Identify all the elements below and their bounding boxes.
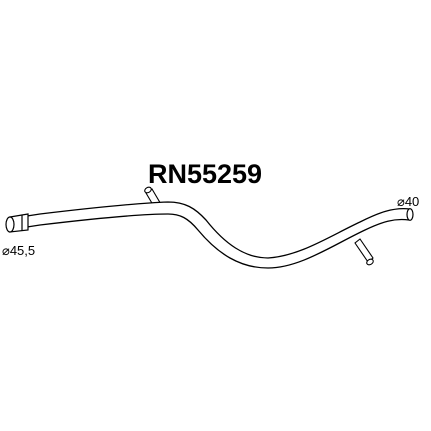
part-number-title: RN55259: [148, 159, 262, 189]
outlet-end: [406, 208, 414, 221]
outlet-diameter-label: ⌀40: [397, 194, 419, 209]
pipe-body: [13, 201, 411, 269]
lower-hanger: [354, 238, 374, 266]
inlet-diameter-label: ⌀45,5: [2, 243, 35, 258]
inlet-end: [5, 213, 29, 233]
